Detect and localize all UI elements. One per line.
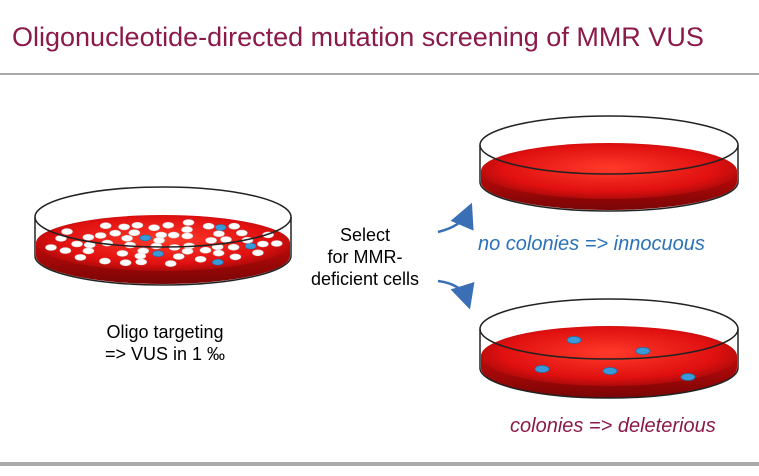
cell [212,249,225,257]
colony [534,365,550,373]
cell [118,223,130,231]
cell [82,247,95,255]
cell [181,232,194,240]
select-caption-line: deficient cells [310,269,420,289]
cell [61,228,73,235]
cell [270,240,283,247]
cell [181,226,193,233]
select-caption: Select for MMR- deficient cells [305,224,425,290]
cell [109,229,121,237]
colony [635,347,651,355]
cell [228,222,240,230]
colony [566,336,582,344]
colony [680,373,696,381]
mutant-cell [214,224,227,231]
oligo-caption: Oligo targeting => VUS in 1 ‰ [80,321,250,365]
cell [229,253,242,261]
cell [45,244,57,251]
cell [99,257,111,265]
mutant-cell [244,242,257,250]
outcome-innocuous: no colonies => innocuous [478,233,705,255]
cell [227,243,240,251]
mutant-cell [139,234,152,242]
page-title: Oligonucleotide-directed mutation screen… [12,22,704,52]
cell [128,229,141,236]
cell [172,253,185,260]
cell [131,222,144,229]
colony [602,367,618,375]
cell [182,219,195,226]
cell [59,247,72,254]
cell [134,252,147,260]
cell [153,237,165,244]
mutant-cell [212,258,224,266]
cell [150,242,163,250]
dish-bottom-medium [481,326,737,386]
cell [119,259,132,267]
cell [99,222,112,229]
cell [116,250,129,257]
cell [155,231,167,239]
cell [167,231,180,239]
dish-with-colonies [479,298,739,399]
cell [199,246,212,254]
cell [124,241,136,249]
cell [82,234,95,241]
dish-no-colonies [479,115,739,212]
cell [71,240,83,248]
cell [205,237,217,244]
cell [121,235,133,242]
cell [148,224,160,231]
footer-divider [0,462,759,466]
oligo-caption-line: => VUS in 1 ‰ [104,344,226,364]
cell [194,255,207,263]
arrow-to-deleterious [437,279,475,310]
cell [252,249,264,257]
cell [94,232,107,239]
arrow-to-innocuous [437,202,474,234]
cell [74,254,87,261]
select-caption-line: Select [339,225,391,245]
oligo-caption-line: Oligo targeting [106,322,224,342]
cell [135,258,147,266]
cell [220,236,232,243]
cell [162,222,174,229]
cell [213,230,225,237]
cell [202,222,215,230]
cell [236,229,248,237]
cell [164,260,177,267]
dish-top-medium [481,143,737,199]
dish-oligo-targeted [34,186,292,286]
outcome-deleterious: colonies => deleterious [510,415,716,437]
mutant-cell [152,250,164,257]
select-caption-line: for MMR- [327,247,403,267]
title-divider [0,73,759,75]
cell [257,240,269,248]
cell [181,248,194,255]
dish-left-cells [45,219,283,267]
